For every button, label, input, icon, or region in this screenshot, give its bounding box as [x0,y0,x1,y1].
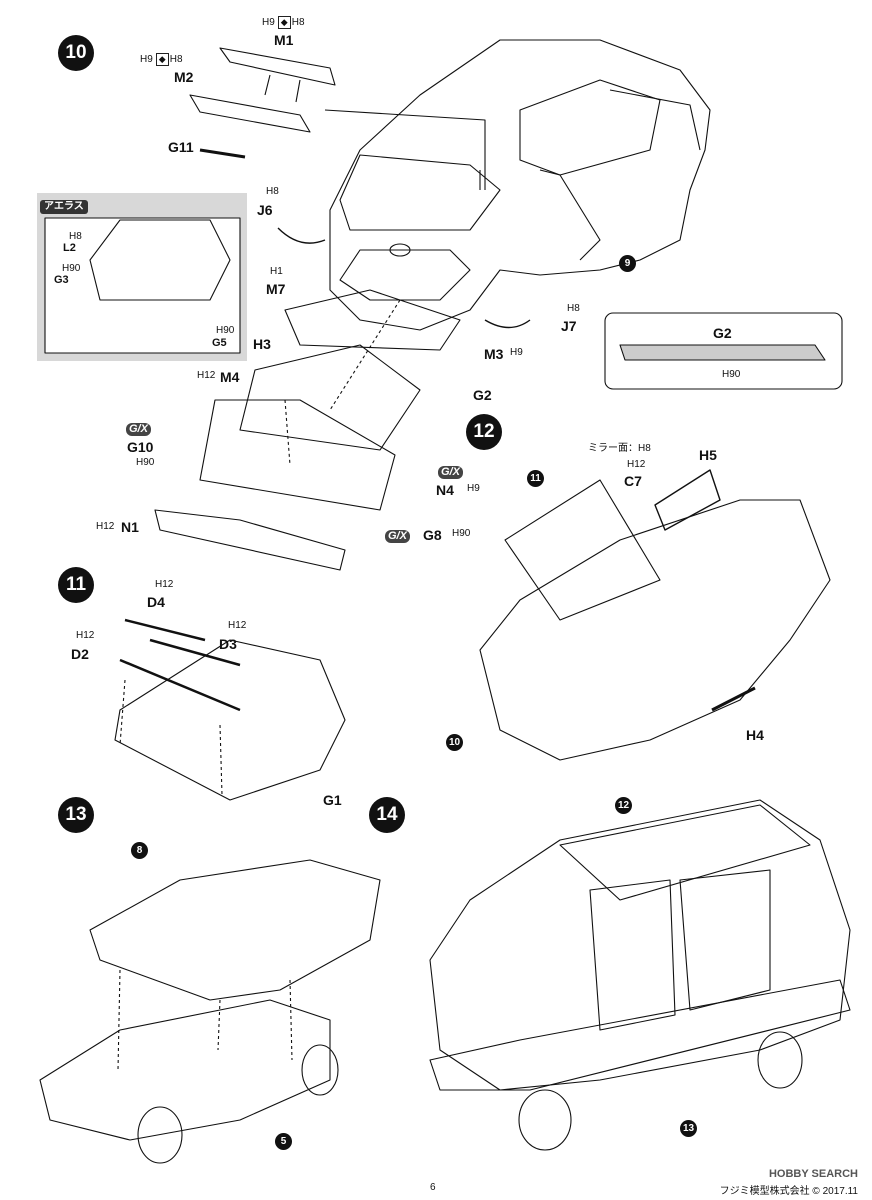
part-label-g3: G3 [54,274,69,286]
part-label-d3: D3 [219,636,237,652]
color-box: ◆ [277,16,291,29]
ref-8: 8 [131,842,148,859]
part-label-m1: M1 [274,32,294,48]
part-label-l2: L2 [63,242,76,254]
color-h8: H8 [638,443,651,454]
step-number-11: 11 [58,567,94,603]
part-label-m4: M4 [220,369,240,385]
part-label-g5: G5 [212,337,227,349]
color-code-g5: H90 [216,325,235,336]
color-code-j7: H8 [567,303,580,314]
mirror-color: ミラー面：H8 [588,444,651,454]
part-label-h3: H3 [253,336,271,352]
ref-9: 9 [619,255,636,272]
part-label-j6: J6 [257,202,273,218]
footer-copyright: フジミ模型株式会社 © 2017.11 [719,1186,858,1197]
ref-11: 11 [527,470,544,487]
color-code-n1: H12 [96,521,115,532]
page-number: 6 [430,1182,436,1193]
step14-car [429,799,851,1151]
color-code-d4: H12 [155,579,174,590]
part-label-g11: G11 [168,139,194,155]
color-code-m2: H9◆H8 [140,53,183,66]
part-label-g2-inset: G2 [713,325,732,341]
part-label-m2: M2 [174,69,194,85]
step13-assembly [39,859,381,1164]
spoiler-m1 [219,47,336,86]
color-code-m3: H9 [510,347,523,358]
part-label-d2: D2 [71,646,89,662]
inset-title: アエラス [40,200,88,214]
part-label-n4: N4 [436,482,454,498]
gx-label: G/X [126,423,151,436]
gx-label: G/X [438,466,463,479]
part-label-g2: G2 [473,387,492,403]
color-code-j6: H8 [266,186,279,197]
ref-12: 12 [615,797,632,814]
color-h9: H9 [140,54,153,65]
step-number-12: 12 [466,414,502,450]
part-label-g1: G1 [323,792,342,808]
color-code-g3: H90 [62,263,81,274]
gx-label: G/X [385,530,410,543]
color-h9: H9 [262,17,275,28]
watermark: HOBBY SEARCH [768,1168,858,1180]
step-number-10: 10 [58,35,94,71]
spoiler-m2 [189,94,311,133]
ref-10: 10 [446,734,463,751]
step10-car-body [329,39,711,331]
color-code-n4: H9 [467,483,480,494]
color-code-m1: H9◆H8 [262,16,305,29]
ref-13: 13 [680,1120,697,1137]
color-code-g10: H90 [136,457,155,468]
color-code-d3: H12 [228,620,247,631]
part-label-m7: M7 [266,281,286,297]
color-code-l2: H8 [69,231,82,242]
mirror-label: ミラー面： [588,443,638,454]
step11-tailgate [114,618,346,801]
color-code-m7: H1 [270,266,283,277]
color-h8: H8 [169,54,183,65]
part-label-j7: J7 [561,318,577,334]
part-label-d4: D4 [147,594,165,610]
gx-tag-g10: G/X [126,423,151,436]
color-code-g2-inset: H90 [722,369,741,380]
color-code-m4: H12 [197,370,216,381]
color-h8: H8 [291,17,305,28]
step-number-13: 13 [58,797,94,833]
gx-tag-n4: G/X [438,466,463,479]
color-code-g8: H90 [452,528,471,539]
step-number-14: 14 [369,797,405,833]
color-box: ◆ [155,53,169,66]
part-label-h5: H5 [699,447,717,463]
part-label-c7: C7 [624,473,642,489]
part-label-g8: G8 [423,527,442,543]
part-label-m3: M3 [484,346,504,362]
ref-5: 5 [275,1133,292,1150]
part-label-g10: G10 [127,439,154,455]
part-label-n1: N1 [121,519,139,535]
color-code-d2: H12 [76,630,95,641]
part-label-h4: H4 [746,727,764,743]
step12-body [479,469,831,761]
color-code-c7: H12 [627,459,646,470]
gx-tag-g8: G/X [385,530,410,543]
